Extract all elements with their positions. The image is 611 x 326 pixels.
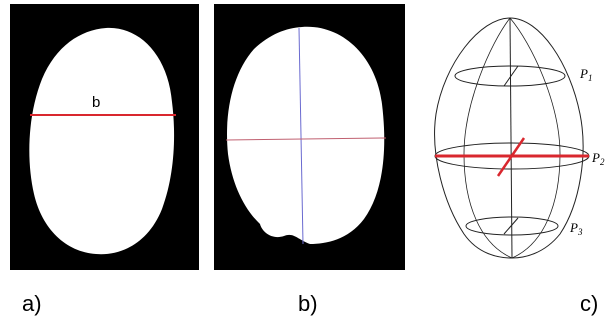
transverse-axis — [225, 137, 387, 141]
egg-planes-diagram: P1 P2 P3 — [420, 4, 611, 270]
measure-label-b: b — [92, 94, 100, 111]
caption-b: b) — [298, 291, 318, 316]
inner-contour-right — [509, 17, 561, 259]
egg-silhouette-b-graphic — [225, 26, 387, 245]
egg-outline — [434, 17, 584, 259]
plane-p3-ellipse — [465, 216, 559, 236]
caption-a: a) — [22, 291, 42, 316]
plane-label-p1: P1 — [579, 66, 592, 83]
egg-shape-b — [227, 26, 385, 245]
plane-p1-tilt — [503, 65, 519, 87]
plane-p1-ellipse — [454, 65, 566, 87]
plane-p2-tilt — [496, 137, 526, 177]
egg-shape-a — [29, 27, 175, 255]
egg-silhouette-panel-a: b — [10, 4, 199, 270]
plane-label-p3: P3 — [569, 220, 583, 237]
central-axis — [509, 17, 513, 259]
inner-contour-left — [463, 17, 513, 259]
plane-p3-tilt — [503, 217, 519, 235]
egg-silhouette-a-graphic: b — [29, 27, 176, 255]
egg-planes-graphic: P1 P2 P3 — [434, 17, 605, 259]
longitudinal-axis — [298, 27, 304, 245]
egg-silhouette-panel-b — [214, 4, 405, 270]
plane-label-p2: P2 — [591, 150, 605, 167]
caption-c: c) — [580, 291, 599, 316]
